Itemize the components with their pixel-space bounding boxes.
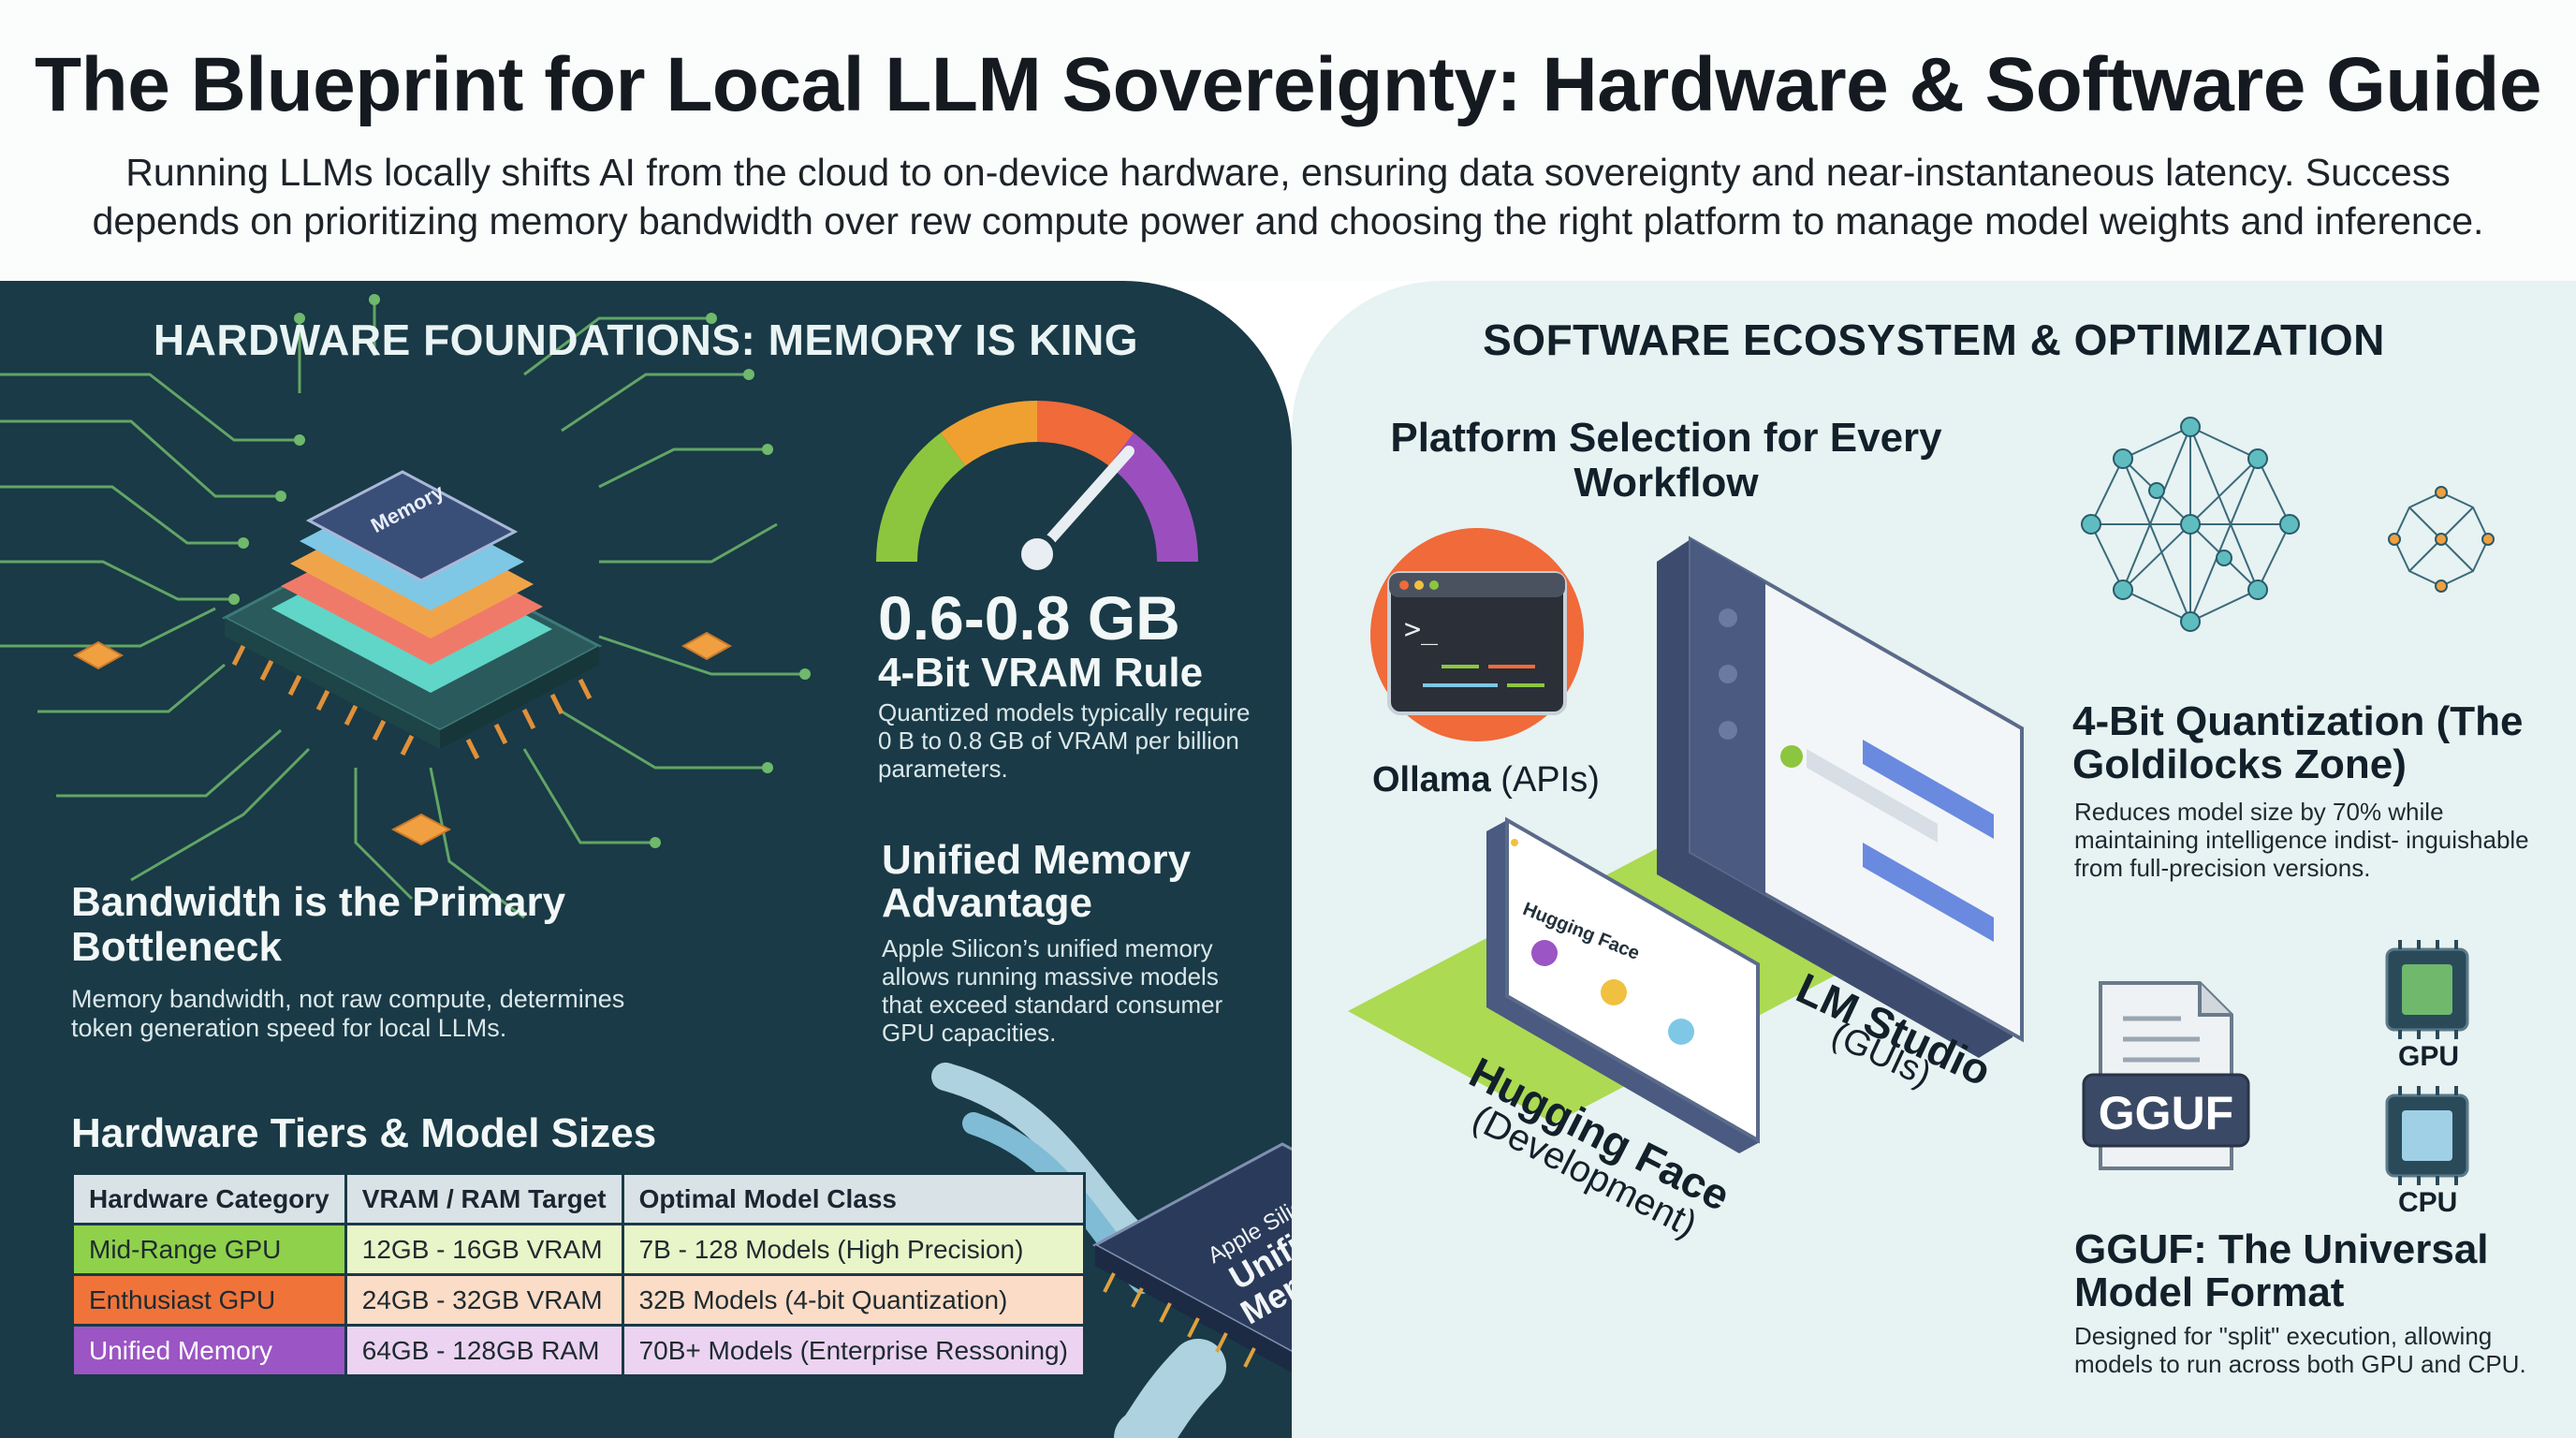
gguf-badge: GGUF bbox=[2098, 1087, 2234, 1139]
gguf-title: GGUF: The Universal Model Format bbox=[2074, 1226, 2489, 1315]
quantization-description: Reduces model size by 70% while maintain… bbox=[2074, 798, 2529, 882]
gguf-description: Designed for "split" execution, allowing… bbox=[2074, 1322, 2526, 1378]
tier-model-cell: 32B Models (4-bit Quantization) bbox=[621, 1273, 1086, 1327]
tier-category-cell: Unified Memory bbox=[71, 1324, 347, 1377]
cpu-label: CPU bbox=[2398, 1187, 2458, 1218]
gpu-chip-icon bbox=[2385, 940, 2469, 1039]
lm-studio-window-icon bbox=[1657, 536, 2024, 1058]
ollama-role: (APIs) bbox=[1500, 760, 1600, 800]
speed-gauge-icon bbox=[876, 401, 1198, 576]
page-subtitle: Running LLMs locally shifts AI from the … bbox=[92, 151, 2484, 242]
header: The Blueprint for Local LLM Sovereignty:… bbox=[0, 0, 2576, 281]
software-heading: SOFTWARE ECOSYSTEM & OPTIMIZATION bbox=[1483, 315, 2385, 364]
bandwidth-description: Memory bandwidth, not raw compute, deter… bbox=[71, 985, 625, 1042]
table-header-cell: Optimal Model Class bbox=[621, 1172, 1086, 1225]
table-row: Mid-Range GPU 12GB - 16GB VRAM 7B - 128 … bbox=[71, 1223, 1086, 1276]
platform-selection-title: Platform Selection for Every Workflow bbox=[1390, 415, 1942, 506]
gpu-label: GPU bbox=[2398, 1041, 2460, 1072]
tiers-title: Hardware Tiers & Model Sizes bbox=[71, 1110, 657, 1156]
table-header-cell: VRAM / RAM Target bbox=[344, 1172, 624, 1225]
table-header-cell: Hardware Category bbox=[71, 1172, 347, 1225]
hugging-face-window-icon bbox=[1486, 816, 1760, 1153]
svg-text:>_: >_ bbox=[1404, 613, 1439, 646]
ollama-name: Ollama bbox=[1372, 760, 1491, 800]
ollama-terminal-icon: >_ bbox=[1370, 528, 1584, 741]
hardware-tiers-table: Hardware Category VRAM / RAM Target Opti… bbox=[71, 1172, 1086, 1377]
table-row: Unified Memory 64GB - 128GB RAM 70B+ Mod… bbox=[71, 1324, 1086, 1377]
page-title: The Blueprint for Local LLM Sovereignty:… bbox=[35, 42, 2541, 127]
vram-rule-title: 4-Bit VRAM Rule bbox=[878, 650, 1204, 696]
unified-memory-title: Unified Memory Advantage bbox=[882, 837, 1192, 926]
table-header-row: Hardware Category VRAM / RAM Target Opti… bbox=[71, 1172, 1086, 1225]
hardware-heading: HARDWARE FOUNDATIONS: MEMORY IS KING bbox=[153, 315, 1139, 364]
ollama-label: Ollama (APIs) bbox=[1372, 760, 1600, 800]
tier-target-cell: 64GB - 128GB RAM bbox=[344, 1324, 624, 1377]
gguf-document-icon bbox=[2082, 981, 2250, 1170]
table-row: Enthusiast GPU 24GB - 32GB VRAM 32B Mode… bbox=[71, 1273, 1086, 1327]
vram-value: 0.6-0.8 GB bbox=[878, 583, 1180, 653]
tier-model-cell: 70B+ Models (Enterprise Ressoning) bbox=[621, 1324, 1086, 1377]
cpu-chip-icon bbox=[2385, 1086, 2469, 1185]
bandwidth-title: Bandwidth is the Primary Bottleneck bbox=[71, 879, 566, 970]
vram-rule-description: Quantized models typically require 0 B t… bbox=[878, 698, 1251, 783]
unified-memory-description: Apple Silicon’s unified memory allows ru… bbox=[882, 934, 1223, 1047]
software-panel: >_ bbox=[1292, 281, 2576, 1438]
tier-category-cell: Enthusiast GPU bbox=[71, 1273, 347, 1327]
tier-model-cell: 7B - 128 Models (High Precision) bbox=[621, 1223, 1086, 1276]
memory-chip-icon bbox=[221, 470, 603, 760]
tier-target-cell: 12GB - 16GB VRAM bbox=[344, 1223, 624, 1276]
software-illustration: >_ bbox=[1348, 417, 2495, 1185]
quantization-title: 4-Bit Quantization (The Goldilocks Zone) bbox=[2072, 698, 2524, 787]
tier-target-cell: 24GB - 32GB VRAM bbox=[344, 1273, 624, 1327]
circuit-traces-illustration bbox=[0, 294, 1292, 1438]
tier-category-cell: Mid-Range GPU bbox=[71, 1223, 347, 1276]
apple-silicon-chip-icon bbox=[1091, 1142, 1292, 1372]
